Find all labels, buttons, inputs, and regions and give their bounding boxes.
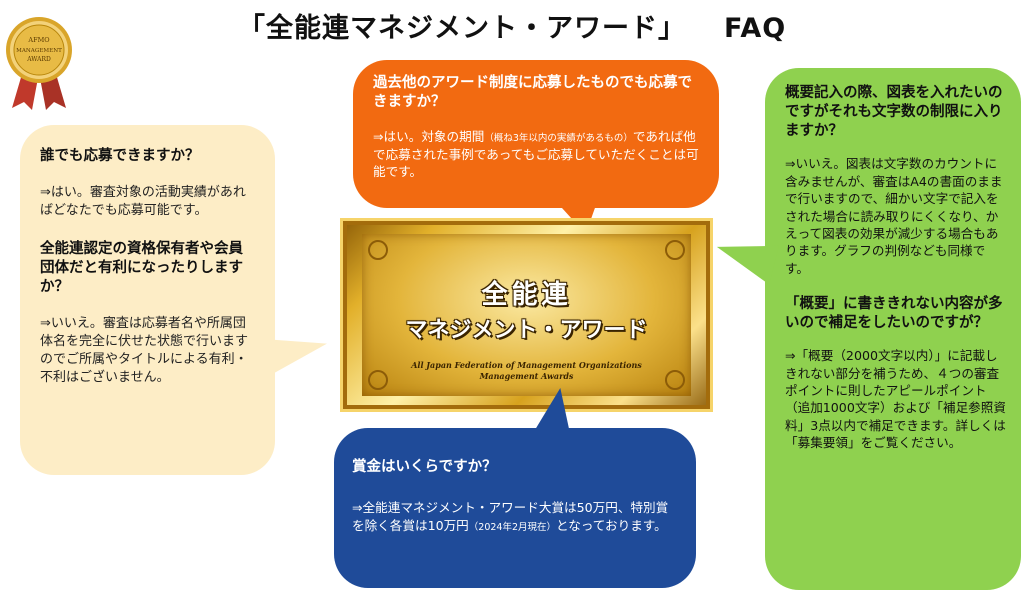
faq-question-eligibility: 誰でも応募できますか？ [40, 148, 200, 164]
page-title: 「全能連マネジメント・アワード」 FAQ [238, 6, 858, 50]
award-plaque: 全能連 マネジメント・アワード All Japan Federation of … [340, 218, 713, 412]
faq-question-other-awards: 過去他のアワード制度に応募したものでも応募できますか？ [373, 75, 692, 111]
ornament-icon [665, 370, 685, 390]
plaque-english-line2: Management Awards [479, 371, 574, 381]
plaque-title-line2: マネジメント・アワード [405, 318, 648, 343]
faq-answer-eligibility: ⇒はい。審査対象の活動実績があればどなたでも応募可能です。 [40, 185, 246, 219]
bubble-tail [263, 322, 331, 374]
faq-bubble-blue: 賞金はいくらですか？ ⇒全能連マネジメント・アワード大賞は50万円、特別賞を除く… [334, 388, 696, 588]
ornament-icon [665, 240, 685, 260]
faq-answer-figures: ⇒いいえ。図表は文字数のカウントに含みませんが、審査はA4の書面のままで行います… [785, 156, 1003, 276]
plaque-english-line1: All Japan Federation of Management Organ… [411, 360, 642, 370]
medal-line1: AFMO [27, 36, 49, 44]
faq-bubble-green: 概要記入の際、図表を入れたいのですがそれも文字数の制限に入りますか？ ⇒いいえ。… [711, 68, 1021, 590]
faq-bubble-left: 誰でも応募できますか？ ⇒はい。審査対象の活動実績があればどなたでも応募可能です… [20, 125, 331, 475]
plaque-title-line1: 全能連 [481, 280, 572, 310]
faq-answer-supplement: ⇒「概要（2000文字以内）」に記載しきれない部分を補うため、４つの審査ポイント… [785, 348, 1006, 451]
faq-question-supplement: 「概要」に書ききれない内容が多いので補足をしたいのですが？ [785, 296, 1003, 332]
award-medal-icon: AFMO MANAGEMENT AWARD [4, 12, 74, 112]
medal-line2: MANAGEMENT [16, 48, 62, 54]
faq-answer-other-awards: ⇒はい。対象の期間（概ね3年以内の実績があるもの）であれば他で応募された事例であ… [373, 129, 699, 179]
faq-bubble-orange: 過去他のアワード制度に応募したものでも応募できますか？ ⇒はい。対象の期間（概ね… [353, 60, 719, 234]
page-title-faq: FAQ [724, 13, 787, 44]
faq-answer-membership: ⇒いいえ。審査は応募者名や所属団体名を完全に伏せた状態で行いますのでご所属やタイ… [40, 316, 249, 386]
faq-answer-prize: ⇒全能連マネジメント・アワード大賞は50万円、特別賞を除く各賞は10万円（202… [352, 500, 669, 533]
faq-question-membership: 全能連認定の資格保有者や会員団体だと有利になったりしますか？ [40, 241, 243, 296]
ornament-icon [368, 370, 388, 390]
medal-line3: AWARD [26, 56, 51, 63]
plaque-panel: 全能連 マネジメント・アワード All Japan Federation of … [362, 234, 691, 396]
page-title-main: 「全能連マネジメント・アワード」 [238, 13, 686, 44]
faq-question-figures: 概要記入の際、図表を入れたいのですがそれも文字数の制限に入りますか？ [785, 85, 1003, 140]
bubble-tail [711, 231, 779, 285]
faq-question-prize: 賞金はいくらですか？ [352, 459, 497, 475]
ornament-icon [368, 240, 388, 260]
